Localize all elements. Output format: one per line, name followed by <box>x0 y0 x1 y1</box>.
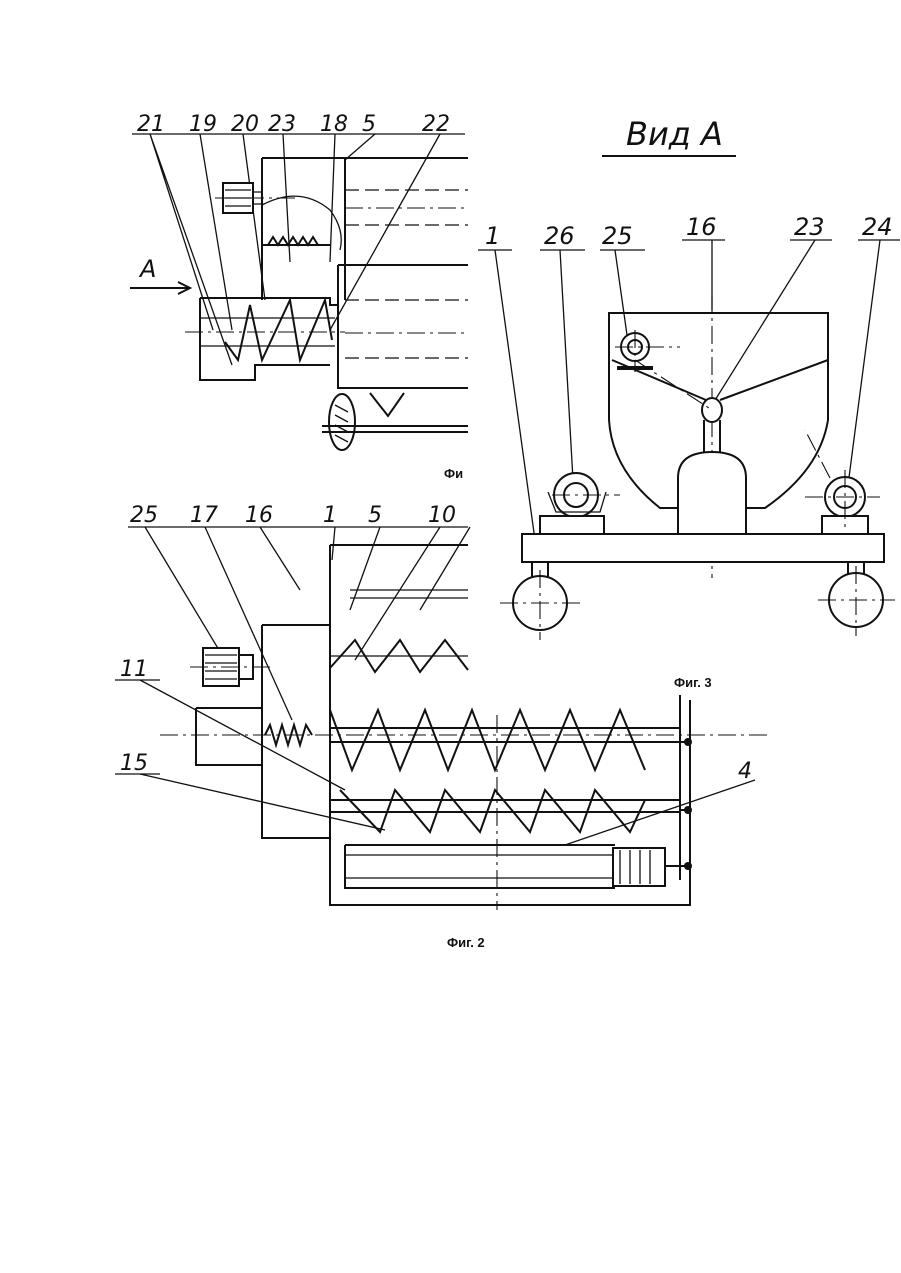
drum-outline <box>338 265 468 388</box>
label-17: 17 <box>190 503 218 528</box>
label-10: 10 <box>428 503 456 528</box>
shaft-23-icon <box>702 398 722 422</box>
fig3-caption: Фиг. 3 <box>674 675 712 690</box>
label-20: 20 <box>231 112 259 137</box>
label-25: 25 <box>130 503 158 528</box>
wheel-icon <box>329 394 355 450</box>
fig1-caption: Фи <box>444 466 463 481</box>
label-5: 5 <box>368 503 382 528</box>
fig2-caption: Фиг. 2 <box>447 935 485 950</box>
feeder-housing <box>200 298 338 380</box>
label-21: 21 <box>137 112 165 137</box>
hopper-bottom <box>370 393 404 416</box>
feeder-screw <box>225 300 332 360</box>
figure-1: 21 19 20 23 18 5 22 А <box>130 112 468 481</box>
label-16: 16 <box>686 213 717 241</box>
drive-block <box>196 708 262 765</box>
label-5: 5 <box>362 112 376 137</box>
label-22: 22 <box>422 112 450 137</box>
label-23: 23 <box>794 213 825 241</box>
label-15: 15 <box>120 751 148 776</box>
figure-3-view-a: Вид А 1 26 25 16 23 24 <box>478 115 900 690</box>
label-4: 4 <box>738 759 752 784</box>
label-1: 1 <box>485 222 500 250</box>
view-a-title: Вид А <box>626 115 723 153</box>
upper-box <box>262 158 468 300</box>
small-spring <box>268 237 318 245</box>
bolt-3-icon <box>684 862 692 870</box>
belt-curve <box>262 196 341 250</box>
motor-25-base <box>617 366 653 370</box>
label-18: 18 <box>320 112 348 137</box>
label-16: 16 <box>245 503 273 528</box>
label-24: 24 <box>862 213 893 241</box>
label-19: 19 <box>189 112 217 137</box>
arrow-a-label: А <box>138 255 156 283</box>
motor-26-base <box>540 516 604 534</box>
wheel-forks <box>532 562 864 578</box>
label-1: 1 <box>323 503 337 528</box>
label-23: 23 <box>268 112 296 137</box>
frame-1 <box>522 534 884 562</box>
upper-screw <box>330 710 645 770</box>
bolt-2-icon <box>684 806 692 814</box>
drum-4 <box>345 845 615 888</box>
label-25: 25 <box>602 222 633 250</box>
motor-4-icon <box>613 848 665 886</box>
bolt-1-icon <box>684 738 692 746</box>
figure-2: 25 17 16 1 5 10 11 15 4 <box>115 503 770 950</box>
drum-4-inner <box>345 855 615 878</box>
label-26: 26 <box>544 222 575 250</box>
label-underlines <box>478 240 900 250</box>
arrow-a <box>130 282 190 294</box>
label-11: 11 <box>120 657 148 682</box>
